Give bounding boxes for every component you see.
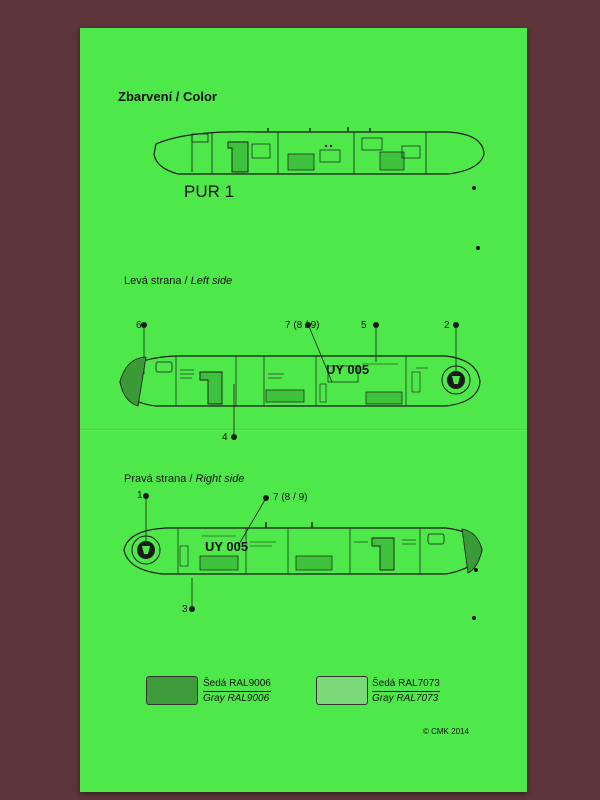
right-callout-1: 1 xyxy=(137,490,143,501)
pod-left-side-drawing xyxy=(119,323,481,436)
legend-name-en: Gray RAL9006 xyxy=(203,693,270,704)
right-callout-7: 7 (8 / 9) xyxy=(273,492,308,503)
legend-name-en: Gray RAL7073 xyxy=(372,693,439,704)
left-side-heading: Levá strana / Left side xyxy=(124,275,232,287)
legend-label-ral7073: Šedá RAL7073 Gray RAL7073 xyxy=(372,678,440,705)
pod-designation-label: PUR 1 xyxy=(184,182,235,201)
right-side-heading-en: Right side xyxy=(195,473,245,485)
punch-hole xyxy=(476,246,480,250)
color-swatch-ral7073 xyxy=(316,676,368,705)
left-callout-4: 4 xyxy=(222,432,228,443)
left-callout-2: 2 xyxy=(444,320,450,331)
left-callout-5: 5 xyxy=(361,320,367,331)
right-side-heading: Pravá strana / Right side xyxy=(124,473,244,485)
pod-right-side-drawing xyxy=(123,496,483,608)
callout-pins xyxy=(141,322,459,612)
page-title: Zbarvení / Color xyxy=(118,89,217,104)
right-callout-3: 3 xyxy=(182,604,188,615)
legend-label-ral9006: Šedá RAL9006 Gray RAL9006 xyxy=(203,678,271,705)
left-registration-marking: UY 005 xyxy=(326,362,370,377)
right-side-heading-cz: Pravá strana / xyxy=(124,473,196,485)
left-side-heading-en: Left side xyxy=(190,275,233,287)
copyright-notice: © CMK 2014 xyxy=(423,727,469,736)
paper-fold xyxy=(80,429,527,431)
instruction-sheet: Zbarvení / Color PUR 1 Levá strana / Lef… xyxy=(80,28,527,792)
left-side-heading-cz: Levá strana / xyxy=(124,275,191,287)
legend-name-cz: Šedá RAL9006 xyxy=(203,678,271,692)
left-callout-7: 7 (8 / 9) xyxy=(285,320,320,331)
legend-name-cz: Šedá RAL7073 xyxy=(372,678,440,692)
pod-top-view-drawing xyxy=(153,127,485,175)
punch-hole xyxy=(474,568,478,572)
right-registration-marking: UY 005 xyxy=(205,539,249,554)
punch-hole xyxy=(472,186,476,190)
color-swatch-ral9006 xyxy=(146,676,198,705)
left-callout-6: 6 xyxy=(136,320,142,331)
punch-hole xyxy=(472,616,476,620)
